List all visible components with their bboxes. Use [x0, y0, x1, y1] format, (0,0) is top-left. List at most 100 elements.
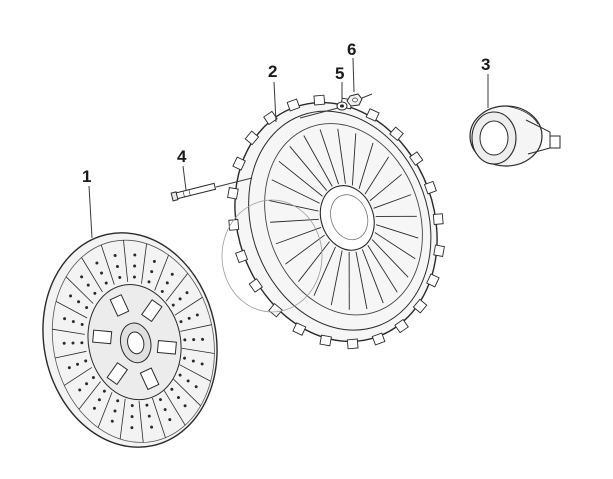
diaphragm-finger	[375, 215, 417, 217]
rivet	[69, 294, 73, 298]
diaphragm-finger	[348, 252, 350, 310]
cover-lug	[244, 130, 260, 146]
bolt-centerline	[215, 177, 253, 188]
pad-divider	[55, 301, 88, 319]
pad-divider	[78, 381, 101, 410]
rivet	[85, 306, 89, 310]
reference-outline	[221, 199, 323, 313]
rivet	[168, 418, 172, 422]
pad-divider	[81, 257, 103, 293]
rivet	[110, 419, 114, 423]
damper-window	[109, 294, 130, 317]
cover-lug	[227, 187, 239, 200]
diaphragm-finger	[313, 246, 336, 296]
rivet	[78, 388, 82, 392]
rivet	[93, 291, 97, 295]
cover-lug	[394, 318, 409, 334]
pad-divider	[179, 364, 211, 382]
rivet	[187, 316, 191, 320]
washer-axis	[299, 107, 339, 119]
rivet	[163, 408, 167, 412]
diaphragm-finger	[278, 160, 323, 197]
rivet	[91, 376, 95, 380]
rivet	[130, 415, 134, 419]
diaphragm-finger	[319, 129, 339, 185]
damper-window	[106, 362, 129, 386]
damper-windows	[92, 294, 177, 391]
rivet	[150, 270, 154, 274]
diaphragm-finger	[285, 234, 325, 265]
rivet	[165, 281, 169, 285]
rivet	[183, 404, 187, 408]
rivet	[62, 341, 66, 345]
rivet	[133, 264, 137, 268]
rivet	[63, 317, 67, 321]
rivet	[67, 366, 71, 370]
leader-line-2	[273, 81, 277, 123]
diaphragm-finger	[358, 142, 374, 190]
cover-lug	[371, 332, 386, 346]
rivet	[95, 261, 99, 265]
rivet	[133, 253, 137, 257]
rivet	[170, 387, 174, 391]
rivet	[77, 300, 81, 304]
bolt	[170, 182, 217, 202]
diaphragm-finger	[271, 179, 320, 204]
cover-lug	[412, 298, 428, 314]
diaphragm-finger	[337, 128, 346, 184]
rivet	[178, 373, 182, 377]
pad-divider	[97, 392, 113, 428]
clutch-disc	[42, 232, 218, 448]
rivet	[115, 265, 119, 269]
pad-divider	[64, 367, 93, 386]
diaphragm-finger	[351, 133, 357, 186]
rivet	[100, 271, 104, 275]
cover-lug	[263, 110, 278, 126]
cover-lug	[319, 334, 332, 347]
callout-4: 4	[177, 147, 187, 166]
pad-divider	[119, 398, 126, 440]
diaphragm-finger	[364, 156, 390, 195]
rivet	[130, 404, 134, 408]
rivet	[185, 291, 189, 295]
rivet	[147, 414, 151, 418]
pad-divider	[173, 378, 201, 407]
rivet	[178, 297, 182, 301]
callout-1: 1	[82, 167, 91, 186]
cover-lug	[433, 244, 445, 257]
pad-divider	[141, 243, 147, 284]
cover-lug	[313, 94, 326, 106]
leader-line-6	[352, 57, 355, 93]
pad-divider	[154, 254, 169, 291]
rivet	[97, 398, 101, 402]
cover-lug	[432, 213, 444, 225]
damper-window	[92, 329, 113, 345]
callout-2: 2	[268, 62, 277, 81]
rivet	[92, 406, 96, 410]
diaphragm-finger	[373, 194, 412, 209]
rivet	[158, 398, 162, 402]
cover-lug	[409, 151, 424, 166]
pad-divider	[180, 324, 212, 332]
cover-lug	[426, 273, 440, 288]
rivet	[132, 275, 136, 279]
rivet	[160, 289, 164, 293]
leader-line-4	[182, 165, 187, 191]
rivet	[171, 303, 175, 307]
cover-lug	[268, 302, 283, 318]
rivet	[118, 275, 122, 279]
pressure-plate	[227, 94, 445, 350]
rivet	[102, 389, 106, 393]
rivet	[183, 338, 187, 342]
spline-bore	[127, 331, 145, 355]
diaphragm-finger	[361, 249, 384, 304]
rivet	[201, 337, 205, 341]
diaphragm-finger	[367, 245, 398, 293]
diaphragm-finger	[371, 239, 409, 278]
diaphragm-finger	[298, 241, 330, 282]
release-bearing	[469, 105, 561, 167]
diaphragm-finger	[270, 218, 319, 223]
damper-window	[156, 339, 177, 355]
diaphragm-finger	[303, 135, 333, 187]
rivet	[152, 259, 156, 263]
